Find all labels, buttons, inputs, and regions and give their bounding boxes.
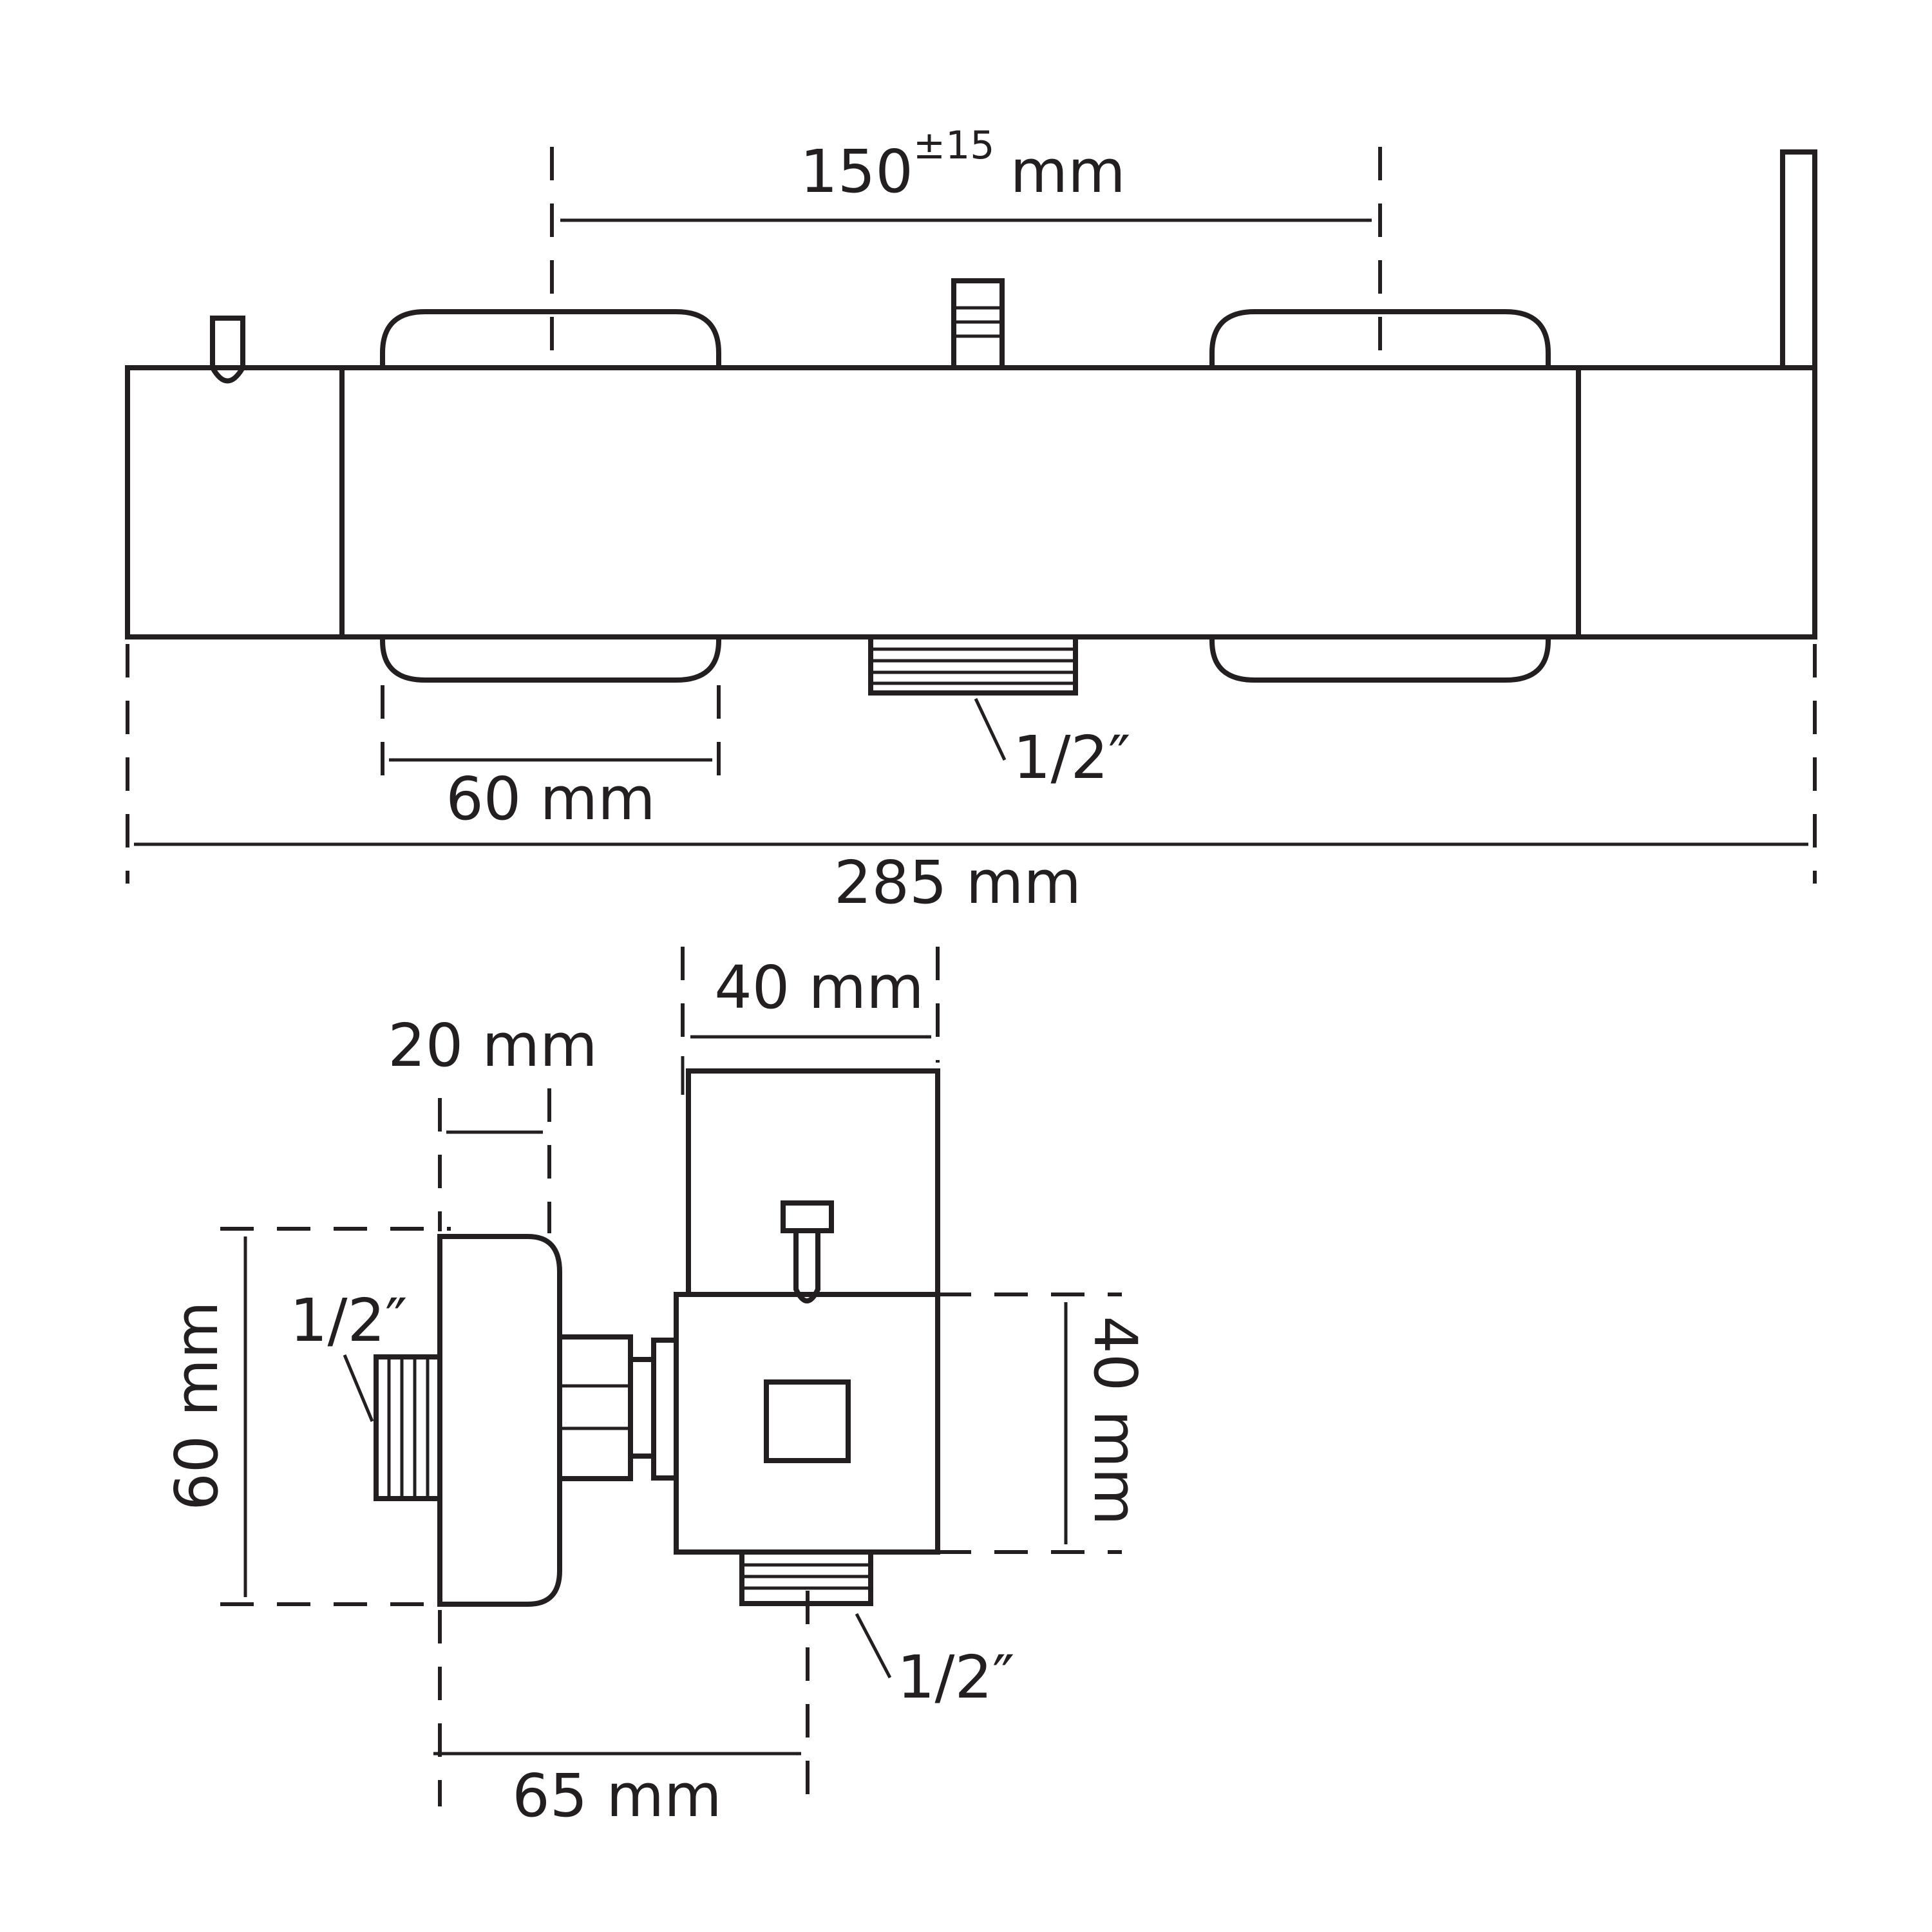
label-center-distance: 150	[800, 137, 913, 206]
side-view: 40 mm 20 mm 60 mm 1/2″ 40 mm 1/2″ 65 mm	[162, 947, 1150, 1830]
label-wall-projection: 65 mm	[512, 1761, 722, 1830]
diverter-pin-top	[781, 1200, 834, 1233]
label-handle-depth: 20 mm	[388, 1011, 598, 1080]
handle-top-right	[1209, 309, 1551, 368]
body-lower-block	[674, 1292, 940, 1555]
handle-bottom-right	[1209, 637, 1551, 683]
handle-stem-nut	[628, 1357, 656, 1459]
mixer-body	[125, 365, 1817, 639]
front-view: 150±15 mm 60 mm 285 mm 1/2″	[125, 123, 1817, 917]
leader-thread-inlet	[343, 1354, 374, 1422]
label-thread-inlet: 1/2″	[290, 1286, 407, 1355]
label-overall-length: 285 mm	[834, 848, 1081, 917]
thread-inlet-side	[374, 1354, 442, 1501]
label-body-height: 40 mm	[1081, 1316, 1150, 1526]
thread-outlet-front	[868, 634, 1078, 696]
label-body-depth: 40 mm	[714, 953, 924, 1022]
handle-stem	[557, 1334, 633, 1481]
handle-top-left	[380, 309, 721, 368]
label-center-distance-unit: mm	[1010, 137, 1125, 206]
handle-side-profile	[437, 1234, 562, 1607]
leader-thread-front	[974, 697, 1007, 761]
body-upper-block	[686, 1068, 940, 1297]
label-handle-height: 60 mm	[162, 1301, 231, 1511]
leader-thread-outlet	[855, 1613, 892, 1679]
label-handle-width: 60 mm	[446, 764, 656, 833]
label-thread-outlet: 1/2″	[897, 1643, 1014, 1712]
diverter-pin	[793, 1231, 820, 1303]
handle-bottom-left	[380, 637, 721, 683]
diverter-square	[764, 1379, 851, 1463]
label-center-distance-tolerance: ±15	[913, 123, 995, 168]
safety-button	[210, 316, 245, 384]
label-thread-front: 1/2″	[1013, 723, 1130, 792]
shower-outlet-bracket	[1780, 149, 1817, 368]
diverter-knob	[951, 278, 1005, 370]
handle-stem-collar	[651, 1338, 679, 1481]
